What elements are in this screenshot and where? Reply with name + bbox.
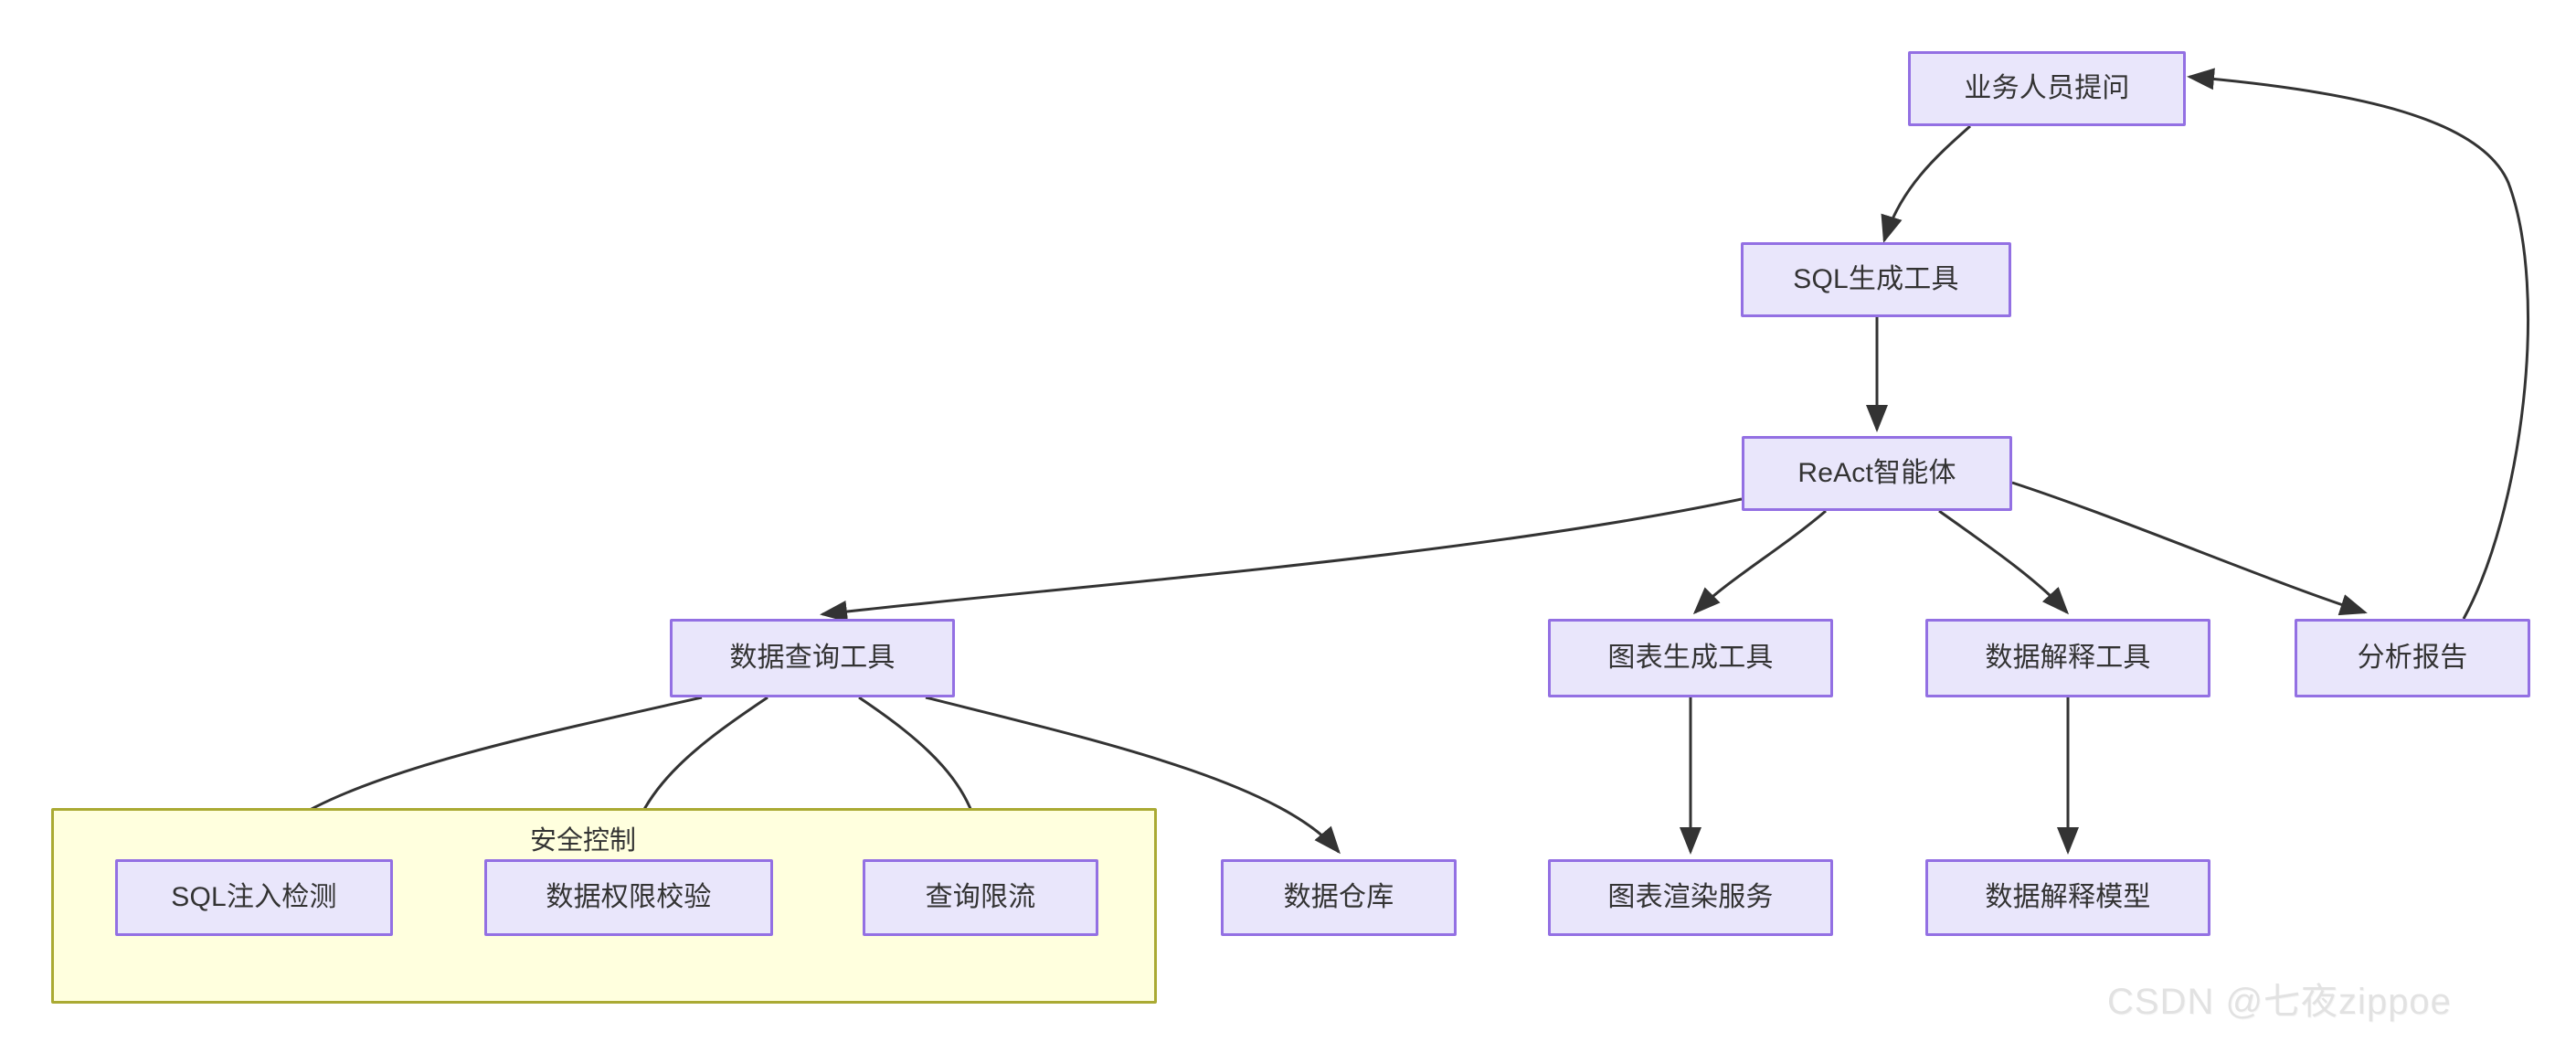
node-explainmodel[interactable]: 数据解释模型 bbox=[1925, 859, 2210, 936]
node-label-dataquery: 数据查询工具 bbox=[729, 643, 896, 673]
node-label-warehouse: 数据仓库 bbox=[1283, 882, 1394, 912]
node-sqlgen[interactable]: SQL生成工具 bbox=[1741, 242, 2011, 317]
node-warehouse[interactable]: 数据仓库 bbox=[1221, 859, 1457, 936]
node-label-sqlinject: SQL注入检测 bbox=[171, 882, 337, 912]
edge-react-to-dataquery bbox=[820, 497, 1743, 622]
edge-react-to-chartgen bbox=[1692, 509, 1827, 615]
node-label-dataauth: 数据权限校验 bbox=[546, 882, 712, 912]
node-user[interactable]: 业务人员提问 bbox=[1908, 51, 2186, 126]
node-label-chartgen: 图表生成工具 bbox=[1607, 643, 1774, 673]
node-dataquery[interactable]: 数据查询工具 bbox=[670, 619, 955, 697]
cluster-label-security: 安全控制 bbox=[530, 826, 637, 856]
node-label-dataexplain: 数据解释工具 bbox=[1985, 643, 2151, 673]
node-label-ratelimit: 查询限流 bbox=[925, 882, 1036, 912]
edge-react-to-report bbox=[2011, 481, 2368, 616]
node-label-chartrender: 图表渲染服务 bbox=[1607, 882, 1774, 912]
watermark: CSDN @七夜zippoe bbox=[2107, 982, 2452, 1022]
node-dataauth[interactable]: 数据权限校验 bbox=[484, 859, 773, 936]
node-dataexplain[interactable]: 数据解释工具 bbox=[1925, 619, 2210, 697]
edges-group bbox=[252, 68, 2529, 855]
node-label-sqlgen: SQL生成工具 bbox=[1793, 264, 1959, 294]
node-label-report: 分析报告 bbox=[2357, 643, 2468, 673]
node-ratelimit[interactable]: 查询限流 bbox=[863, 859, 1098, 936]
node-label-user: 业务人员提问 bbox=[1964, 73, 2130, 103]
edge-user-to-sqlgen bbox=[1881, 124, 1971, 243]
edge-report-to-user bbox=[2187, 68, 2529, 620]
node-chartrender[interactable]: 图表渲染服务 bbox=[1548, 859, 1833, 936]
node-react[interactable]: ReAct智能体 bbox=[1742, 436, 2012, 511]
node-report[interactable]: 分析报告 bbox=[2295, 619, 2530, 697]
node-sqlinject[interactable]: SQL注入检测 bbox=[115, 859, 393, 936]
node-label-explainmodel: 数据解释模型 bbox=[1985, 882, 2151, 912]
node-label-react: ReAct智能体 bbox=[1797, 458, 1956, 488]
node-chartgen[interactable]: 图表生成工具 bbox=[1548, 619, 1833, 697]
edge-react-to-dataexplain bbox=[1938, 509, 2070, 615]
